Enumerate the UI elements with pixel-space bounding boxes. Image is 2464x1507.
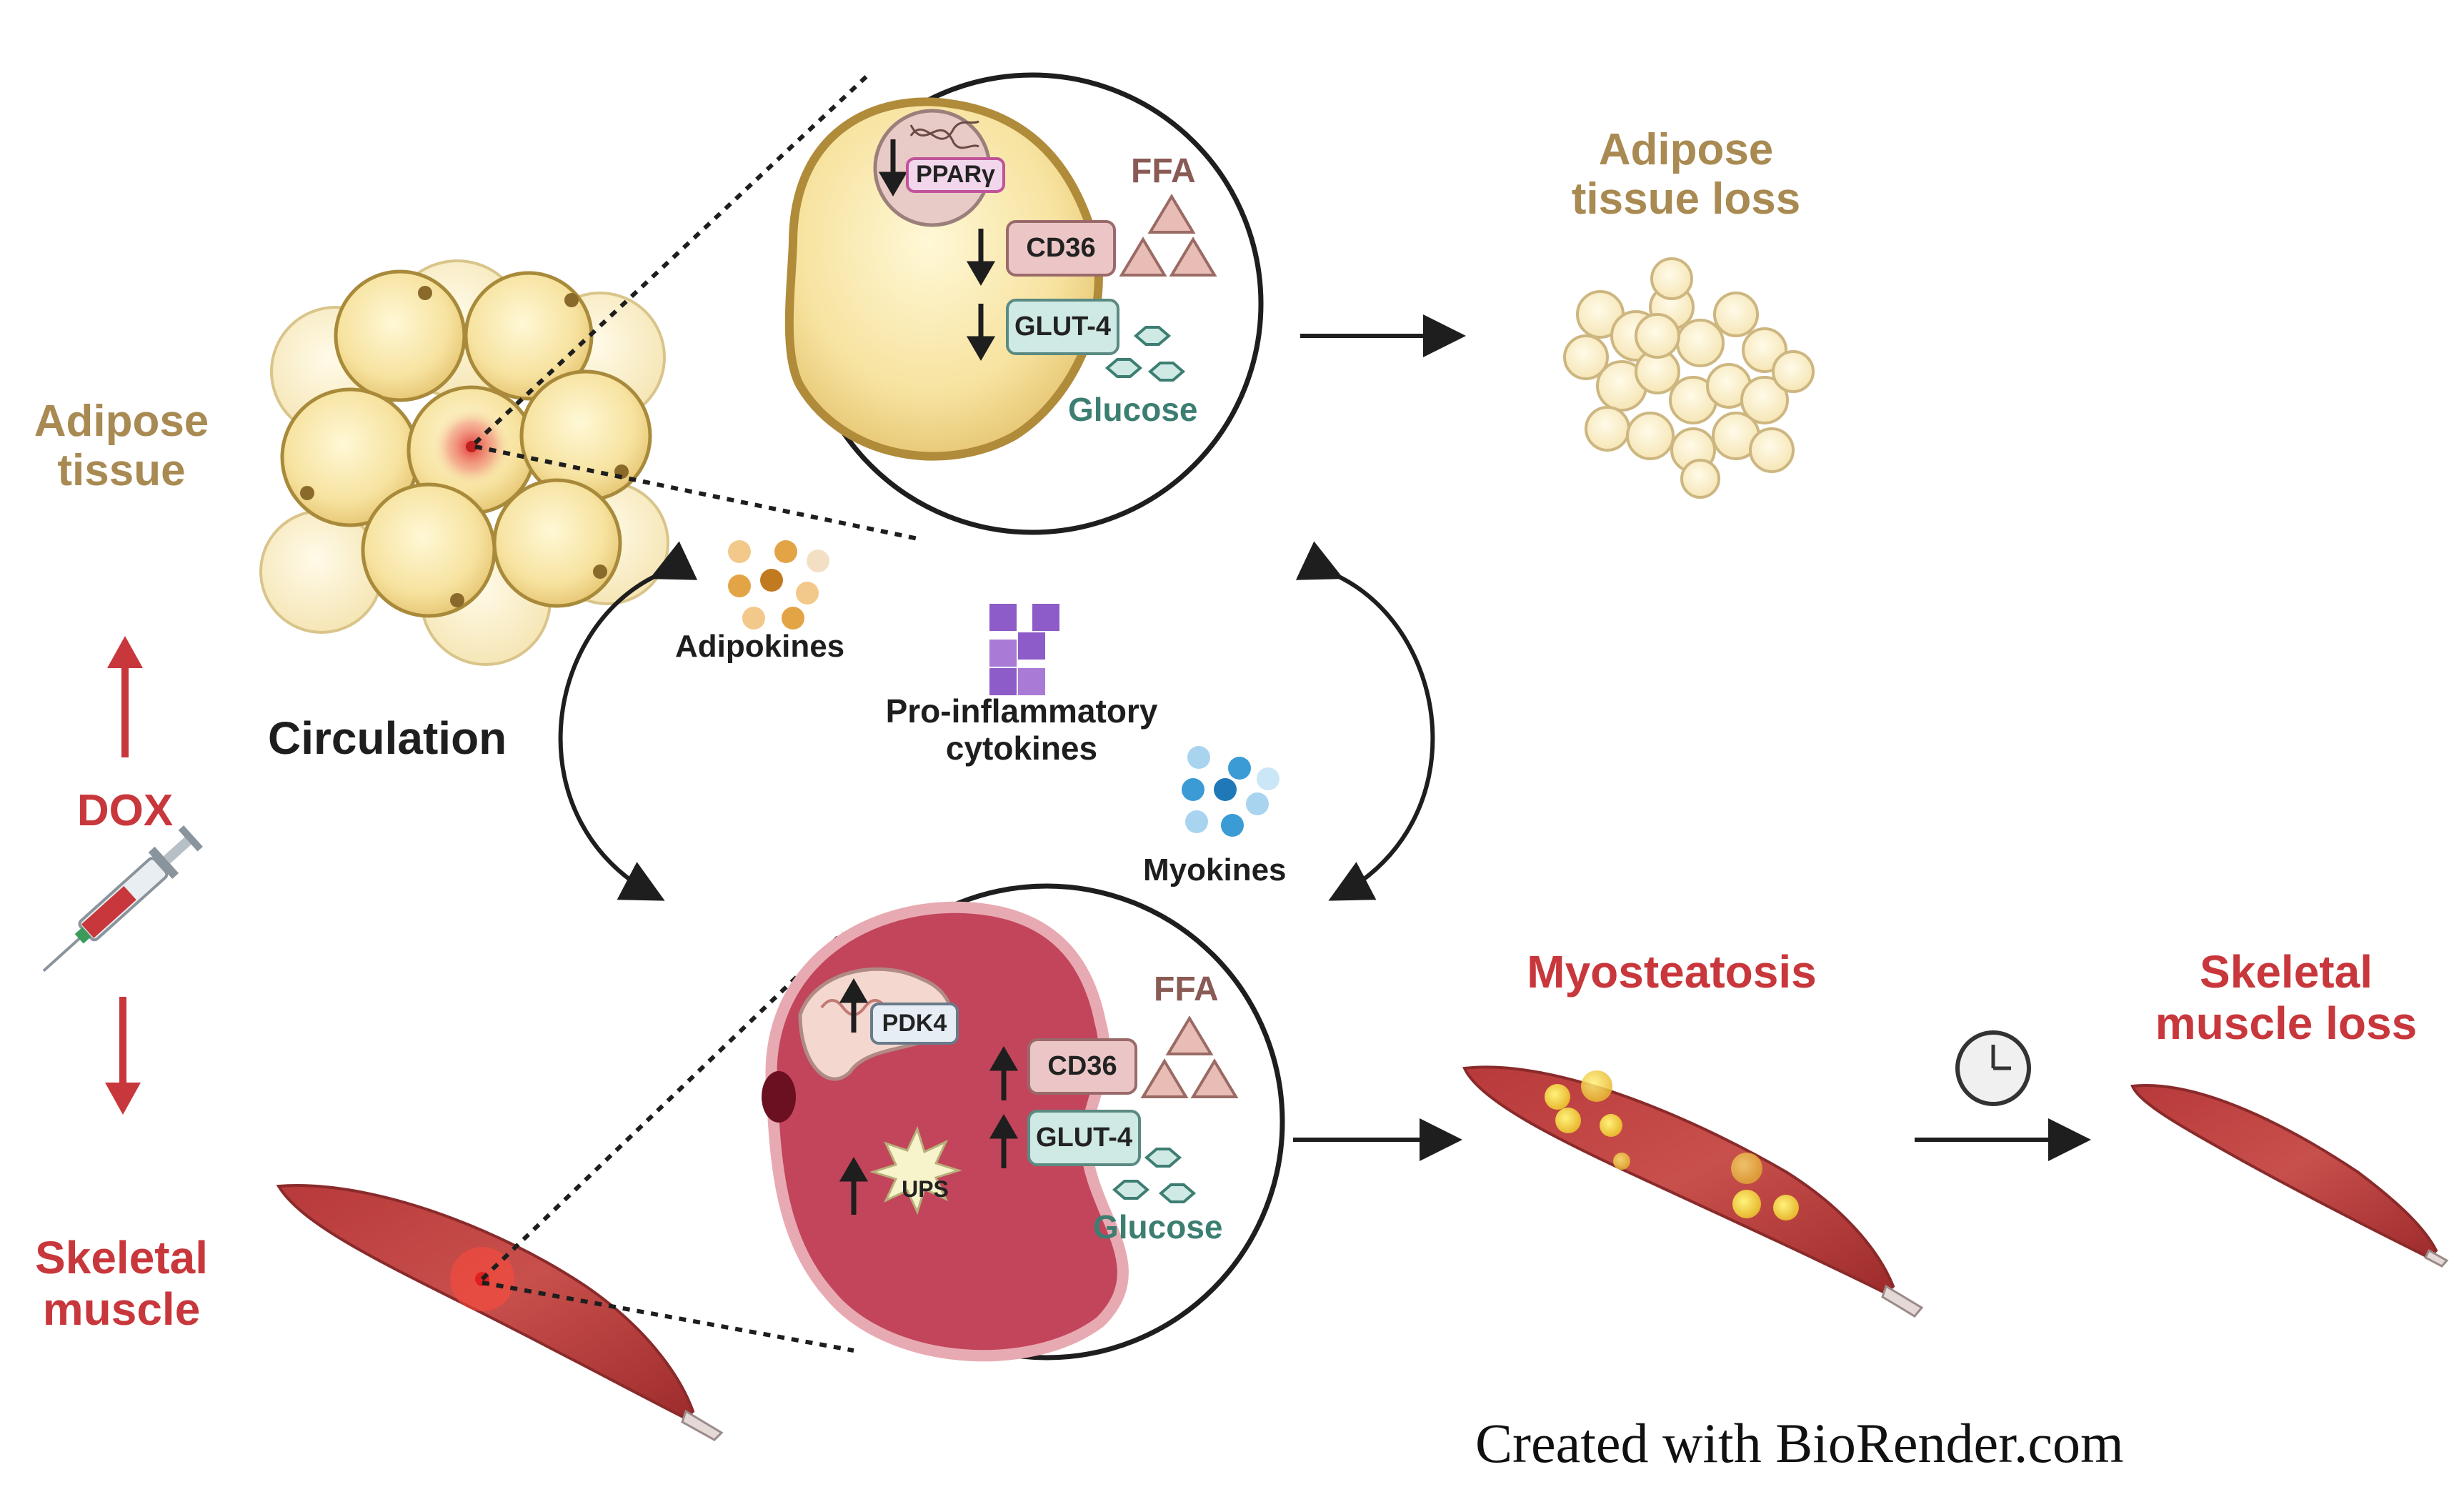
myokines-icon	[1182, 746, 1280, 837]
adipose-tissue-line1: Adipose	[34, 397, 209, 446]
skeletal-muscle-label: Skeletal muscle	[14, 1232, 229, 1335]
dox-up-arrow	[107, 636, 143, 757]
muscle-zoom-lines	[480, 930, 854, 1353]
glut4-label-adipocyte: GLUT-4	[1014, 312, 1112, 342]
glucose-label-adipocyte: Glucose	[1068, 391, 1198, 428]
adipokines-icon	[728, 540, 829, 630]
clock-icon	[1955, 1030, 2031, 1106]
cytokines-icon	[989, 604, 1059, 695]
biorender-credit: Created with BioRender.com	[1475, 1412, 2124, 1474]
cd36-label-adipocyte: CD36	[1026, 233, 1096, 263]
pro-inflammatory-label: Pro-inflammatory cytokines	[864, 692, 1179, 767]
ups-label: UPS	[902, 1176, 949, 1202]
ppar-label: PPARγ	[916, 161, 995, 188]
pdk4-box	[870, 1003, 959, 1045]
up-arrow-icon	[839, 978, 1019, 1215]
ffa-triangles-adipocyte	[1119, 194, 1217, 277]
pro-inflammatory-line2: cytokines	[945, 729, 1098, 767]
skeletal-muscle-line1: Skeletal	[35, 1232, 208, 1283]
glut4-box-adipocyte	[1006, 299, 1119, 355]
skeletal-muscle-loss-line2: muscle loss	[2155, 997, 2418, 1049]
circulation-left-arrow	[558, 541, 698, 901]
dox-down-arrow	[105, 997, 141, 1115]
ffa-label-muscle: FFA	[1154, 970, 1219, 1008]
pdk4-label: PDK4	[882, 1010, 947, 1037]
ffa-triangles-muscle	[1140, 1015, 1239, 1098]
muscle-cell-inset	[762, 883, 1285, 1362]
adipose-loss-cluster	[1563, 257, 1815, 499]
cd36-label-muscle: CD36	[1047, 1051, 1117, 1081]
adipose-tissue-label: Adipose tissue	[21, 397, 221, 496]
glut4-box-muscle	[1027, 1110, 1141, 1166]
myosteatosis-label: Myosteatosis	[1527, 946, 1817, 998]
dox-label: DOX	[76, 786, 174, 835]
down-arrow-icon	[878, 139, 996, 361]
glucose-hexagons-muscle	[1112, 1148, 1197, 1203]
skeletal-muscle-line2: muscle	[42, 1283, 201, 1335]
cd36-box-muscle	[1027, 1038, 1137, 1095]
adipose-tissue-cluster	[259, 259, 669, 666]
cd36-box-adipocyte	[1006, 220, 1116, 277]
adipose-tissue-loss-label: Adipose tissue loss	[1543, 125, 1829, 224]
circulation-label: Circulation	[268, 712, 507, 764]
pro-inflammatory-line1: Pro-inflammatory	[885, 692, 1158, 730]
adipose-loss-line1: Adipose	[1598, 125, 1774, 174]
syringe-icon	[42, 825, 203, 973]
glut4-label-muscle: GLUT-4	[1035, 1123, 1133, 1153]
skeletal-muscle-loss-line1: Skeletal	[2200, 946, 2373, 998]
adipose-tissue-line2: tissue	[57, 446, 186, 496]
dna-icon	[909, 120, 979, 149]
myokines-label: Myokines	[1143, 852, 1287, 887]
adipose-loss-line2: tissue loss	[1571, 174, 1801, 224]
glucose-hexagons-adipocyte	[1104, 326, 1186, 382]
skeletal-muscle-loss-label: Skeletal muscle loss	[2136, 946, 2436, 1049]
ppar-box	[906, 157, 1005, 193]
adipokines-label: Adipokines	[675, 629, 845, 664]
circulation-right-arrow	[1295, 541, 1435, 901]
skeletal-muscle-loss	[2130, 1084, 2449, 1268]
adipose-zoom-lines	[473, 73, 922, 542]
ffa-label-adipocyte: FFA	[1131, 152, 1196, 190]
myosteatosis-muscle	[1462, 1065, 1924, 1318]
glucose-label-muscle: Glucose	[1093, 1208, 1223, 1245]
